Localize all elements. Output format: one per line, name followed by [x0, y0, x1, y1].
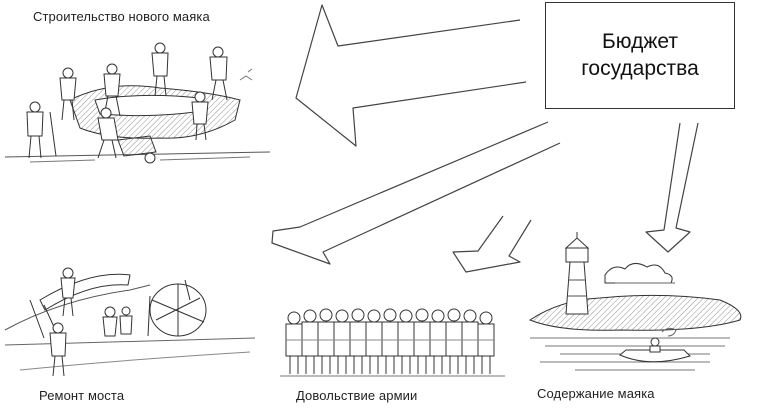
army-scene	[280, 308, 505, 377]
budget-label: Бюджет государства	[581, 29, 699, 82]
bridge-scene	[4, 267, 256, 377]
caption-bridge-repair: Ремонт моста	[39, 388, 125, 403]
caption-lighthouse-construction: Строительство нового маяка	[33, 9, 210, 24]
arrow-to-army	[452, 215, 532, 273]
construction-scene	[4, 42, 271, 164]
budget-label-line1: Бюджет	[602, 30, 678, 54]
budget-box: Бюджет государства	[545, 2, 735, 109]
caption-army-supply: Довольствие армии	[296, 388, 418, 403]
arrow-to-bridge	[271, 121, 561, 265]
caption-lighthouse-maintenance: Содержание маяка	[537, 386, 655, 401]
arrow-to-construction	[295, 4, 527, 147]
maintenance-scene	[528, 232, 742, 371]
arrow-to-maintenance	[645, 122, 699, 253]
budget-label-line2: государства	[581, 56, 699, 80]
